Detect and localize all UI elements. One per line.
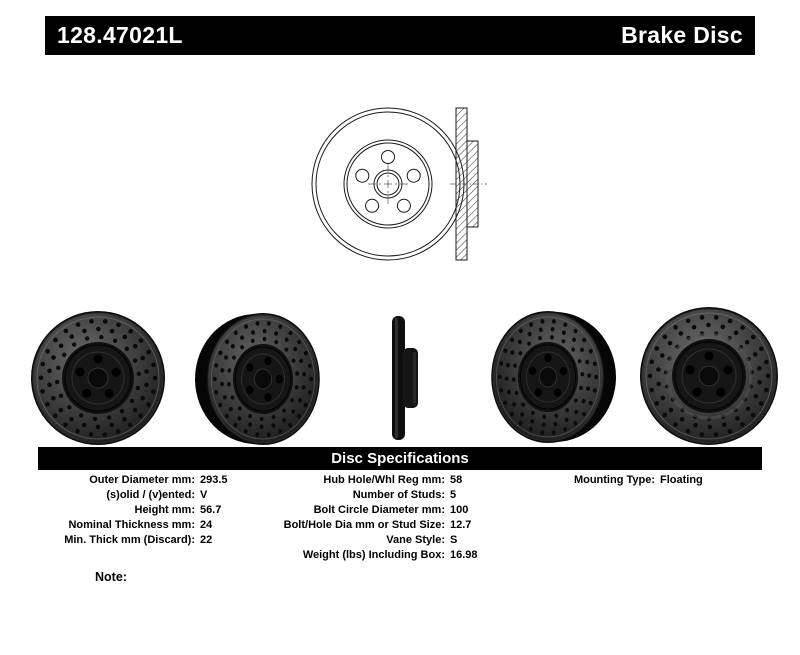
spec-value: 58 <box>450 474 463 486</box>
drilled-rotor-rear-image <box>640 307 778 445</box>
spec-row: Outer Diameter mm: 293.5 <box>30 473 260 488</box>
spec-label: Height mm: <box>134 504 196 516</box>
spec-row: Bolt/Hole Dia mm or Stud Size: 12.7 <box>250 518 520 533</box>
spec-row: Min. Thick mm (Discard): 22 <box>30 533 260 548</box>
spec-label: Number of Studs: <box>352 489 445 501</box>
spec-label: Mounting Type: <box>573 474 655 486</box>
spec-value: 5 <box>450 489 457 501</box>
product-photo-profile <box>366 312 442 449</box>
center-lines <box>368 164 408 204</box>
spec-row: Number of Studs: 5 <box>250 488 520 503</box>
spec-label: Nominal Thickness mm: <box>68 519 195 531</box>
note-label: Note: <box>95 570 127 584</box>
spec-value: V <box>200 489 208 501</box>
spec-row: (s)olid / (v)ented: V <box>30 488 260 503</box>
spec-row: Vane Style: S <box>250 533 520 548</box>
spec-label: Bolt/Hole Dia mm or Stud Size: <box>283 519 445 531</box>
part-number: 128.47021L <box>57 22 183 48</box>
product-photo-front <box>28 308 168 453</box>
spec-label: (s)olid / (v)ented: <box>106 489 195 501</box>
spec-value: S <box>450 534 458 546</box>
spec-value: Floating <box>660 474 703 486</box>
spec-section-header: Disc Specifications <box>38 447 762 470</box>
technical-drawing <box>295 100 505 268</box>
spec-section-title: Disc Specifications <box>331 450 469 467</box>
spec-value: 100 <box>450 504 469 516</box>
spec-column-middle: Hub Hole/Whl Reg mm: 58 Number of Studs:… <box>250 473 520 563</box>
product-photo-rear <box>634 305 784 452</box>
spec-label: Min. Thick mm (Discard): <box>64 534 195 546</box>
product-type-title: Brake Disc <box>621 22 743 48</box>
spec-row: Hub Hole/Whl Reg mm: 58 <box>250 473 520 488</box>
spec-column-right: Mounting Type: Floating <box>555 473 765 488</box>
spec-label: Outer Diameter mm: <box>89 474 195 486</box>
spec-row: Mounting Type: Floating <box>555 473 765 488</box>
spec-label: Hub Hole/Whl Reg mm: <box>323 474 445 486</box>
drilled-rotor-angled-image <box>491 311 616 443</box>
spec-label: Bolt Circle Diameter mm: <box>313 504 445 516</box>
cross-section-drawing <box>450 107 487 261</box>
product-photo-angled-right <box>478 309 618 450</box>
spec-row: Bolt Circle Diameter mm: 100 <box>250 503 520 518</box>
spec-value: 22 <box>200 534 213 546</box>
spec-label: Weight (lbs) Including Box: <box>302 549 445 561</box>
brake-disc-line-drawing <box>311 107 487 261</box>
spec-value: 24 <box>200 519 213 531</box>
spec-row: Height mm: 56.7 <box>30 503 260 518</box>
spec-value: 56.7 <box>200 504 222 516</box>
header-bar: 128.47021L Brake Disc <box>45 16 755 55</box>
spec-value: 16.98 <box>450 549 478 561</box>
drilled-rotor-front-image <box>31 311 165 445</box>
spec-value: 293.5 <box>200 474 228 486</box>
rotor-edge-profile-image <box>392 316 418 440</box>
spec-label: Vane Style: <box>386 534 445 546</box>
spec-row: Nominal Thickness mm: 24 <box>30 518 260 533</box>
drilled-rotor-angled-image <box>195 313 320 445</box>
spec-row: Weight (lbs) Including Box: 16.98 <box>250 548 520 563</box>
spec-value: 12.7 <box>450 519 472 531</box>
product-photo-angled-left <box>193 311 333 452</box>
spec-column-left: Outer Diameter mm: 293.5 (s)olid / (v)en… <box>30 473 260 548</box>
